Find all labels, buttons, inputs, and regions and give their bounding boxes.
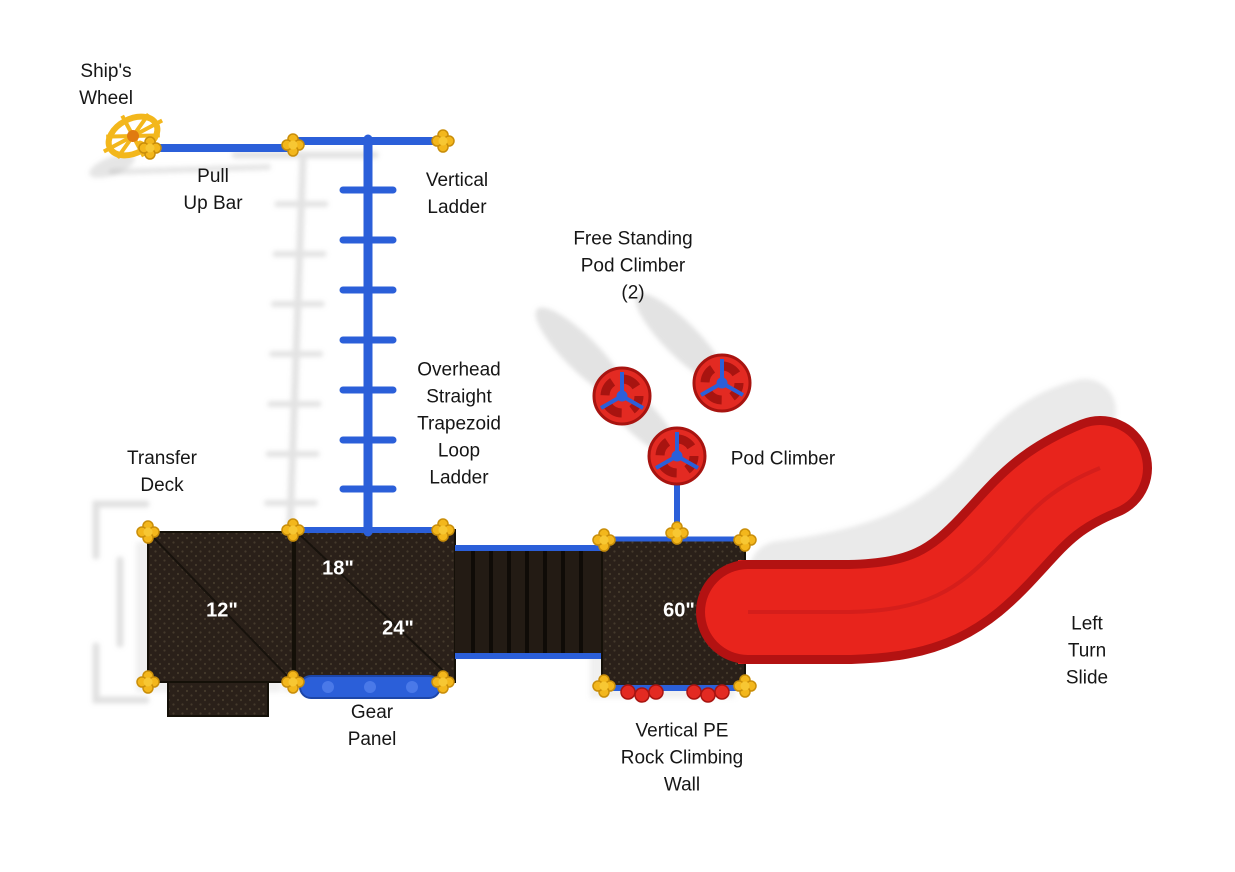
overhead-ladder xyxy=(293,134,445,537)
gear-panel xyxy=(299,675,441,699)
attached-pod-climber xyxy=(649,428,705,484)
transfer-deck-step xyxy=(167,681,269,717)
decks xyxy=(147,527,746,717)
rock-climbing-wall xyxy=(604,684,744,703)
pod-climbers xyxy=(594,355,750,536)
free-standing-pod-climber-2 xyxy=(694,355,750,411)
free-standing-pod-climber-1 xyxy=(594,368,650,424)
left-turn-slide xyxy=(696,416,1152,664)
pull-up-bar xyxy=(137,140,296,152)
